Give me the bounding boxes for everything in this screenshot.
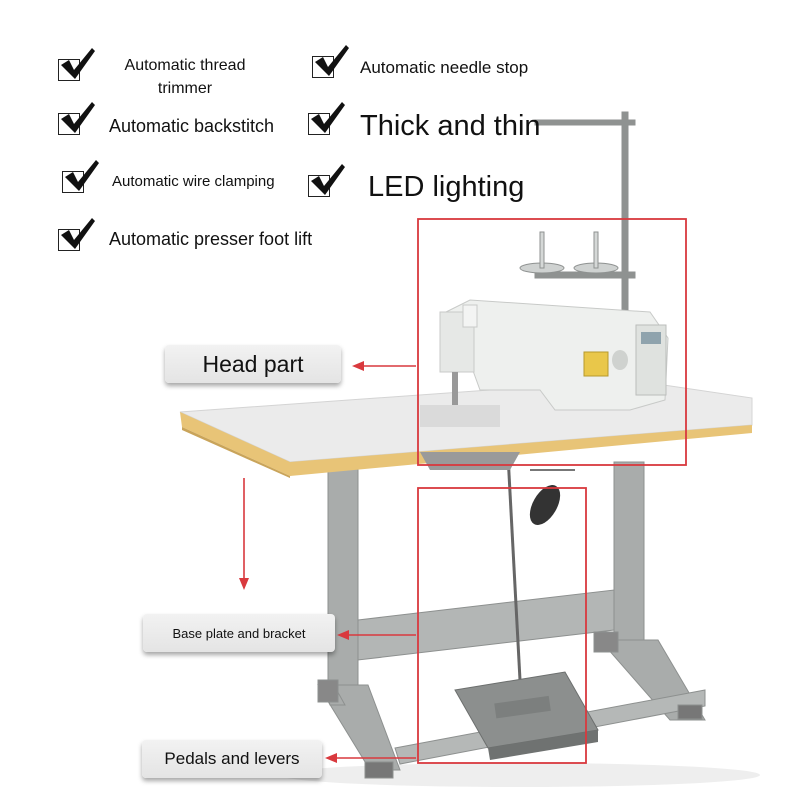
- check-icon: [311, 102, 345, 133]
- check-icon: [61, 102, 95, 133]
- feature-label-thread-trimmer: Automatic thread trimmer: [124, 57, 246, 97]
- callout-base-plate: Base plate and bracket: [143, 614, 335, 652]
- feature-label-needle-stop: Automatic needle stop: [360, 58, 529, 77]
- check-icon: [61, 48, 95, 79]
- feature-label-backstitch: Automatic backstitch: [109, 116, 275, 136]
- check-icon: [61, 218, 95, 249]
- check-icon: [65, 160, 99, 191]
- callout-head-part: Head part: [165, 345, 341, 383]
- callout-base-plate-label: Base plate and bracket: [172, 625, 306, 641]
- feature-label-led-lighting: LED lighting: [368, 171, 525, 203]
- pedal-assembly: [454, 454, 599, 760]
- pedal-highlight-box: [417, 487, 587, 764]
- floor-shadow: [280, 763, 760, 787]
- feature-label-thick-thin: Thick and thin: [360, 110, 541, 142]
- machine-head: [420, 299, 669, 427]
- callout-head-part-label: Head part: [202, 350, 304, 377]
- callout-pedals-levers-label: Pedals and levers: [164, 749, 300, 768]
- check-icon: [311, 164, 345, 195]
- red-arrows: [239, 361, 416, 763]
- feature-label-presser-foot-lift: Automatic presser foot lift: [109, 229, 313, 249]
- feature-label-wire-clamping: Automatic wire clamping: [112, 173, 275, 190]
- check-icon: [315, 45, 349, 76]
- head-highlight-box: [417, 218, 687, 466]
- callout-pedals-levers: Pedals and levers: [142, 740, 322, 778]
